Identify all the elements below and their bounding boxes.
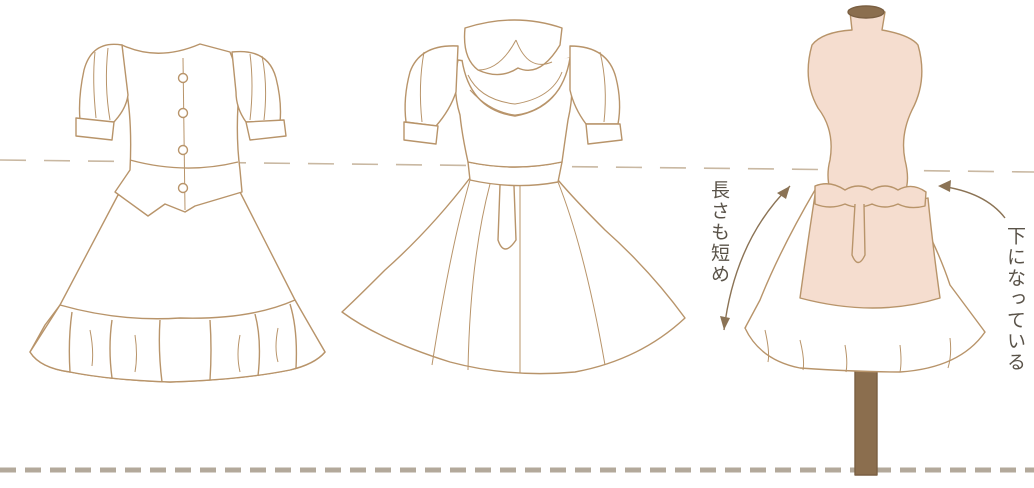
- lower-label: 下になっている: [1004, 226, 1026, 373]
- vest-dress-figure: [29, 43, 326, 383]
- collar-dress-skirt: [341, 177, 686, 375]
- vest-dress-ruffle: [29, 299, 326, 383]
- button: [177, 144, 189, 156]
- length-arrow: [723, 185, 791, 331]
- vest-dress-right-sleeve: [231, 50, 282, 123]
- mannequin-torso: [807, 7, 923, 193]
- button: [177, 107, 189, 119]
- length-label: 長さも短め: [708, 180, 730, 285]
- vest-dress-bodice: [114, 43, 243, 217]
- collar-dress-left-sleeve: [404, 45, 459, 127]
- collar-dress-figure: [341, 19, 686, 375]
- button: [177, 72, 189, 84]
- apron-front: [799, 194, 941, 309]
- button: [177, 182, 189, 194]
- mannequin-apron-figure: [720, 5, 1006, 476]
- collar-dress-right-sleeve: [569, 45, 621, 125]
- vest-dress-left-sleeve: [78, 43, 129, 125]
- mannequin-neck-cap: [847, 5, 885, 19]
